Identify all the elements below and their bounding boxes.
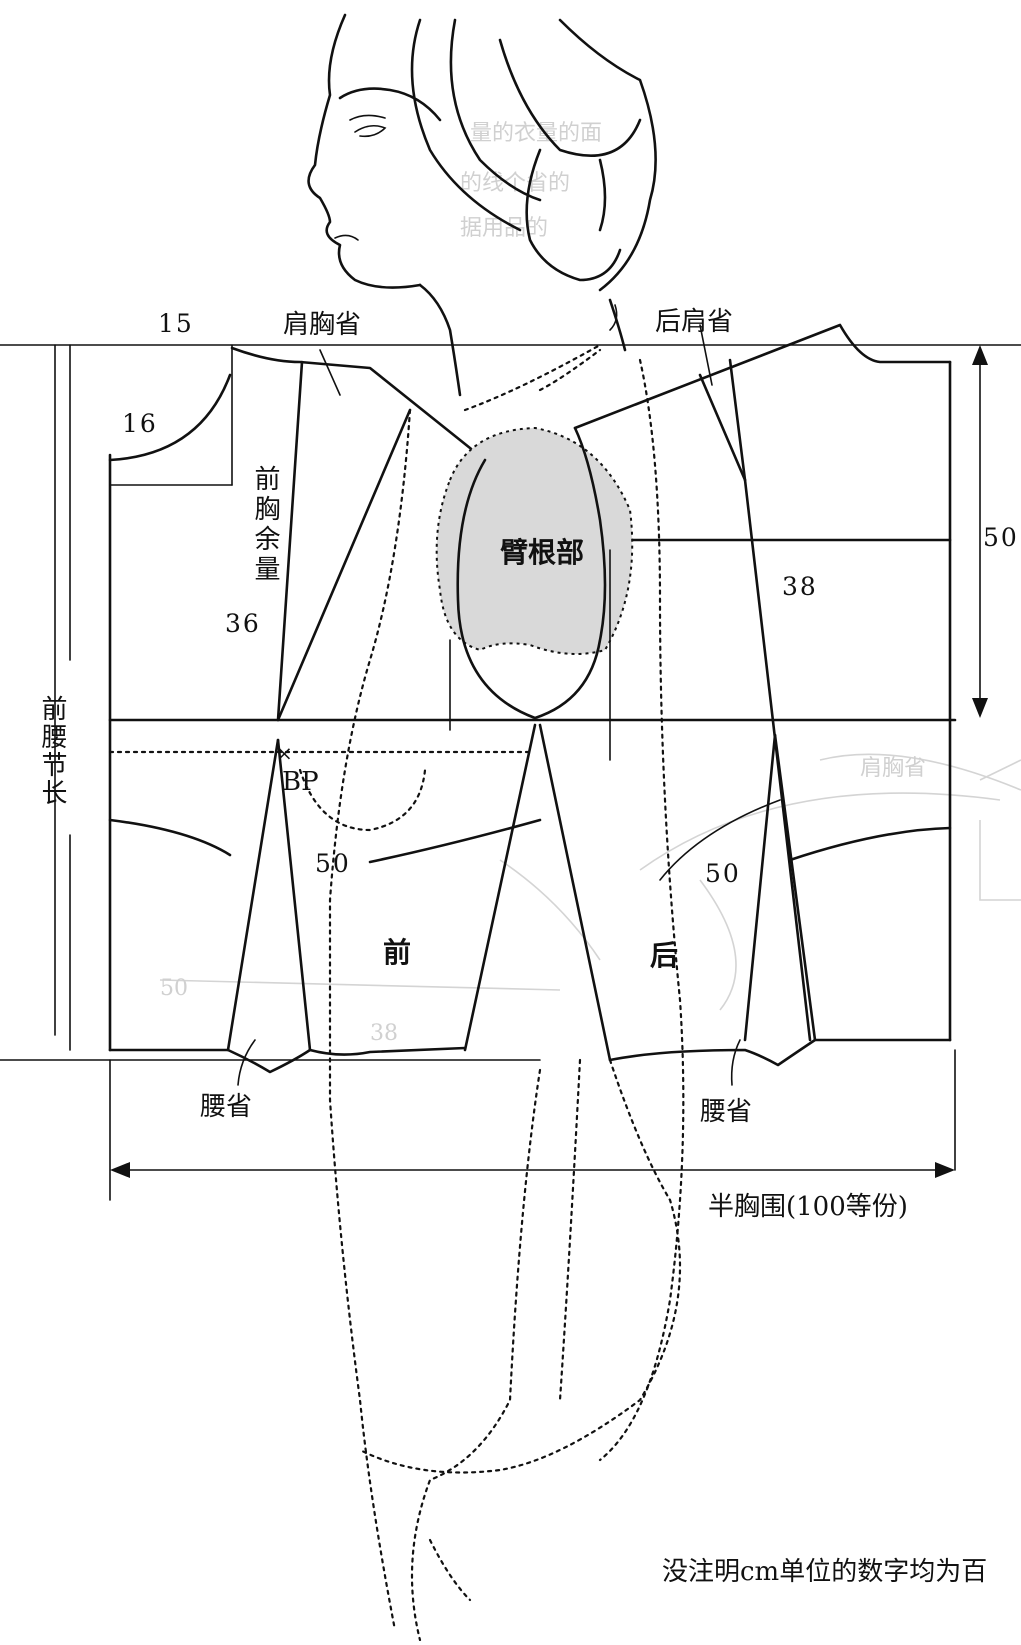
- back-shoulder-dart-label: 后肩省: [655, 307, 733, 337]
- svg-text:50: 50: [160, 976, 188, 1001]
- back-50-label: 50: [705, 859, 741, 888]
- half-bust-arrow: [110, 1162, 955, 1178]
- bp-mark: ×: [276, 741, 293, 765]
- front-label: 前: [383, 936, 411, 969]
- neck-depth-label: 16: [122, 409, 158, 438]
- back-label: 后: [650, 939, 678, 972]
- shoulder-bust-dart-label: 肩胸省: [283, 310, 361, 340]
- front-36-label: 36: [225, 609, 261, 638]
- figure-head: [307, 13, 657, 397]
- bp-label: BP: [282, 767, 319, 797]
- armhole-region: [435, 426, 634, 720]
- svg-text:据用品的: 据用品的: [460, 216, 548, 241]
- svg-text:38: 38: [370, 1021, 398, 1046]
- waist-dart-right-label: 腰省: [700, 1097, 752, 1127]
- svg-text:肩胸省: 肩胸省: [860, 756, 926, 781]
- back-bodice: [538, 323, 952, 1067]
- armhole-label: 臂根部: [500, 536, 584, 569]
- background-ghost: 50 38 肩胸省 量的衣量的面 的线个省的 据用品的: [159, 121, 1021, 1046]
- front-bodice: [108, 344, 957, 1074]
- svg-text:量的衣量的面: 量的衣量的面: [470, 121, 602, 146]
- body-silhouette: [298, 343, 685, 1642]
- armhole-depth-arrow: [972, 345, 988, 718]
- svg-text:的线个省的: 的线个省的: [460, 171, 570, 196]
- front-waist-length-label: 前腰节长: [37, 695, 67, 807]
- front-50-label: 50: [315, 849, 351, 878]
- footnote: 没注明cm单位的数字均为百: [662, 1557, 987, 1587]
- half-bust-label: 半胸围(100等份): [708, 1192, 908, 1222]
- armhole-depth-50-label: 50: [983, 523, 1019, 552]
- waist-dart-left-label: 腰省: [200, 1092, 252, 1122]
- front-bust-ease-label: 前胸余量: [250, 465, 280, 585]
- back-38-label: 38: [782, 572, 818, 601]
- neck-width-label: 15: [158, 309, 194, 338]
